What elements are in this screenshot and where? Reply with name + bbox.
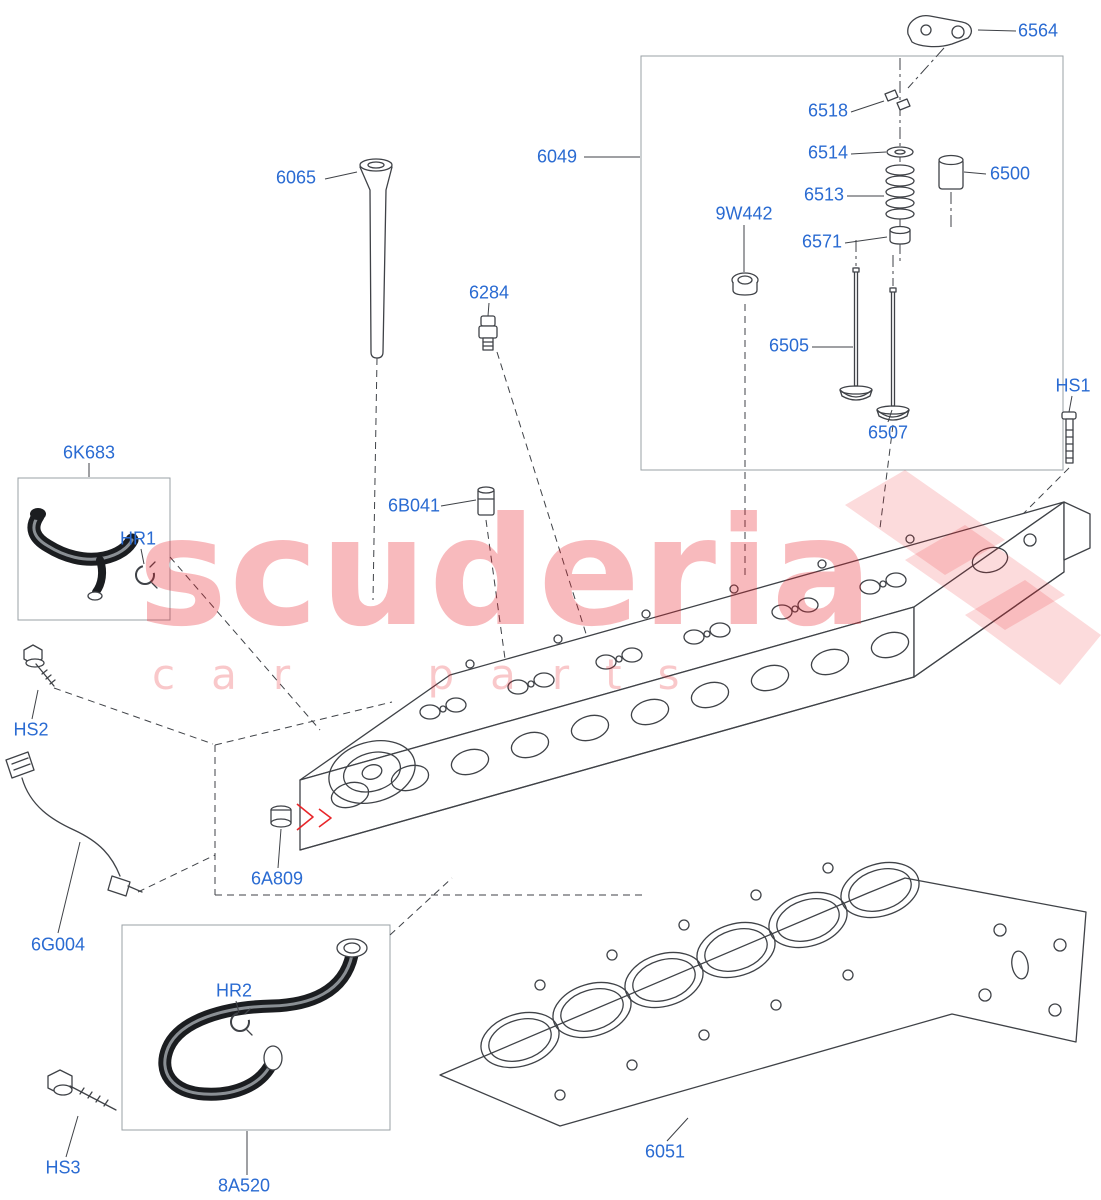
part-label-6513[interactable]: 6513 xyxy=(803,184,845,205)
tappet xyxy=(938,154,964,190)
part-label-6g004[interactable]: 6G004 xyxy=(30,934,86,955)
part-label-6b041[interactable]: 6B041 xyxy=(387,495,441,516)
part-label-6518[interactable]: 6518 xyxy=(807,100,849,121)
temp-sensor-6g004 xyxy=(5,751,143,897)
part-label-hr1[interactable]: HR1 xyxy=(119,528,157,549)
part-label-6514[interactable]: 6514 xyxy=(807,142,849,163)
part-label-6065[interactable]: 6065 xyxy=(275,167,317,188)
red-arrow xyxy=(296,803,332,831)
part-label-6051[interactable]: 6051 xyxy=(644,1141,686,1162)
part-label-hs1[interactable]: HS1 xyxy=(1055,375,1091,396)
intake-valve xyxy=(839,267,873,401)
dowel-6b041 xyxy=(477,486,495,516)
part-label-6049[interactable]: 6049 xyxy=(536,146,578,167)
valve-keepers xyxy=(884,89,911,111)
part-label-6507[interactable]: 6507 xyxy=(867,422,909,443)
center-lines xyxy=(855,47,952,286)
part-label-6284[interactable]: 6284 xyxy=(468,282,510,303)
part-label-6505[interactable]: 6505 xyxy=(768,335,810,356)
part-label-6564[interactable]: 6564 xyxy=(1017,20,1059,41)
valve-spring xyxy=(885,164,915,220)
sensor-6284 xyxy=(478,315,498,351)
exhaust-valve xyxy=(876,287,910,421)
water-pipe-8a520 xyxy=(158,938,368,1101)
rocker-arm xyxy=(907,15,973,48)
spring-retainer xyxy=(886,146,914,158)
leader-lines xyxy=(31,29,1073,1175)
dipstick-tube xyxy=(359,158,393,359)
bolt-hs3 xyxy=(47,1069,117,1111)
part-label-hr2[interactable]: HR2 xyxy=(215,980,253,1001)
coolant-pipe-6k683 xyxy=(27,508,139,601)
watermark-logo xyxy=(845,470,1101,685)
part-label-6k683[interactable]: 6K683 xyxy=(62,442,116,463)
bolt-hs2 xyxy=(23,644,56,687)
part-label-hs2[interactable]: HS2 xyxy=(13,719,49,740)
part-label-6500[interactable]: 6500 xyxy=(989,163,1031,184)
bolt-hs1 xyxy=(1061,411,1077,464)
valve-stem-seal xyxy=(889,225,911,245)
group-boxes xyxy=(17,55,1064,1131)
part-label-6571[interactable]: 6571 xyxy=(801,231,843,252)
core-plug-9w442 xyxy=(731,272,759,296)
clip-hr1 xyxy=(135,561,158,589)
part-label-hs3[interactable]: HS3 xyxy=(45,1157,81,1178)
clip-hr2 xyxy=(230,1008,253,1036)
part-label-8a520[interactable]: 8A520 xyxy=(217,1175,271,1196)
head-gasket xyxy=(439,861,1087,1127)
plug-6a809 xyxy=(270,805,292,828)
part-label-9w442[interactable]: 9W442 xyxy=(715,203,773,224)
part-label-6a809[interactable]: 6A809 xyxy=(250,868,304,889)
